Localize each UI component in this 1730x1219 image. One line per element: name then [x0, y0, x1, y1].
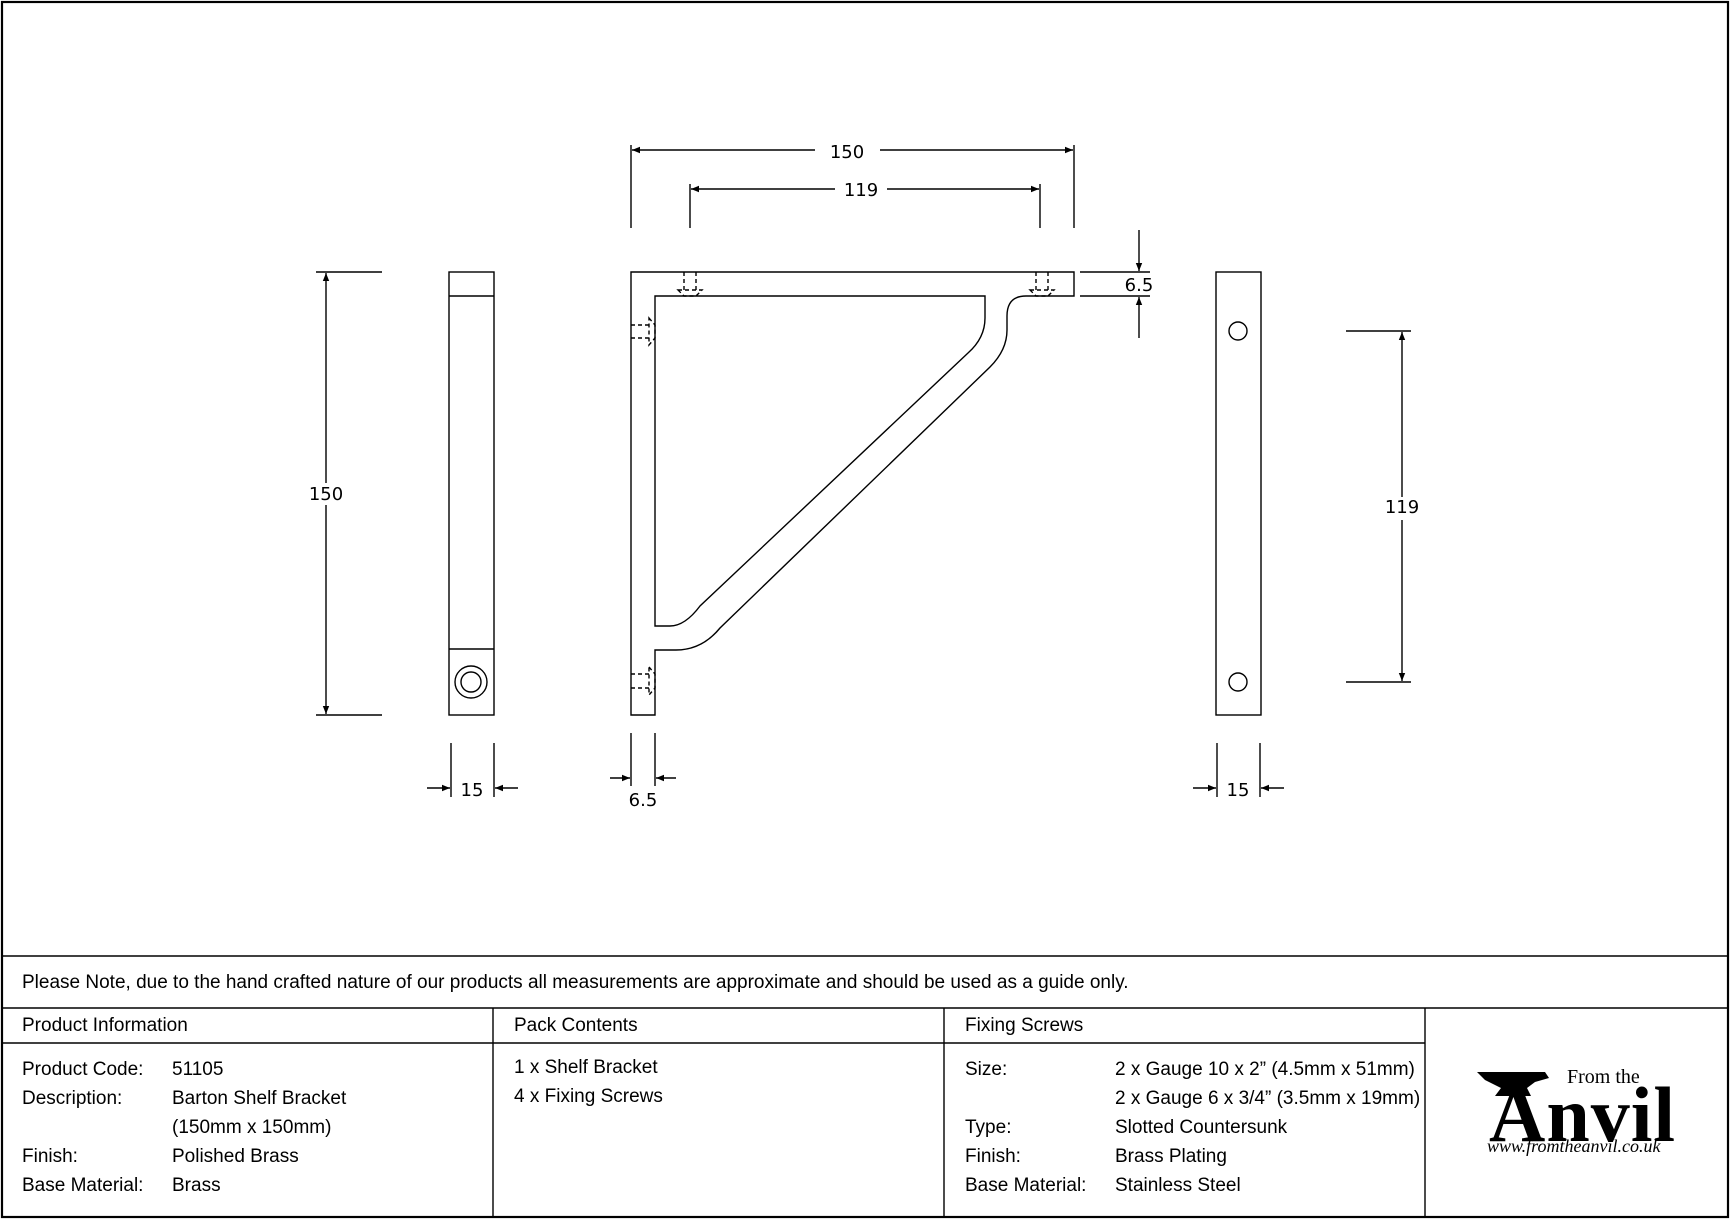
- product-code-value: 51105: [172, 1059, 224, 1080]
- screw-size-label: Size:: [965, 1059, 1008, 1080]
- dim-label-hole-spacing-top: 119: [844, 180, 878, 201]
- dim-side-thickness: 6.5: [610, 733, 676, 811]
- product-code-label: Product Code:: [22, 1059, 144, 1080]
- dim-label-right-width: 15: [1227, 780, 1250, 801]
- dim-left-width: 15: [427, 743, 518, 801]
- screw-finish-value: Brass Plating: [1115, 1146, 1227, 1167]
- screw-size-value: 2 x Gauge 10 x 2” (4.5mm x 51mm): [1115, 1059, 1415, 1080]
- product-info-heading: Product Information: [22, 1015, 188, 1036]
- dim-right-width: 15: [1193, 743, 1284, 801]
- pack-item-bracket: 1 x Shelf Bracket: [514, 1057, 658, 1078]
- description-value: Barton Shelf Bracket: [172, 1088, 347, 1109]
- screw-size-value-line2: 2 x Gauge 6 x 3/4” (3.5mm x 19mm): [1115, 1088, 1421, 1109]
- dim-hole-spacing-right: 119: [1346, 330, 1419, 683]
- from-the-anvil-logo: From the Anvil www.fromtheanvil.co.uk: [1475, 1058, 1695, 1168]
- screw-finish-label: Finish:: [965, 1146, 1021, 1167]
- dim-label-left-width: 15: [461, 780, 484, 801]
- screw-hole-side-upper: [631, 316, 656, 347]
- right-view-hole-top: [1228, 321, 1248, 341]
- bracket-inner-profile: [654, 295, 986, 627]
- base-material-value: Brass: [172, 1175, 221, 1196]
- logo-url-text: www.fromtheanvil.co.uk: [1487, 1136, 1661, 1156]
- screw-hole-side-lower: [631, 665, 656, 697]
- right-view-outline: [1215, 271, 1262, 716]
- screw-hole-top-right: [1028, 272, 1056, 297]
- dim-overall-height: 150: [309, 271, 382, 716]
- screw-hole-top-left: [676, 272, 704, 297]
- screw-base-material-label: Base Material:: [965, 1175, 1087, 1196]
- screw-type-label: Type:: [965, 1117, 1012, 1138]
- description-label: Description:: [22, 1088, 123, 1109]
- finish-value: Polished Brass: [172, 1146, 299, 1167]
- right-back-view: [1215, 271, 1262, 716]
- measurement-note: Please Note, due to the hand crafted nat…: [22, 972, 1129, 993]
- pack-item-screws: 4 x Fixing Screws: [514, 1086, 663, 1107]
- pack-contents-heading: Pack Contents: [514, 1015, 638, 1036]
- right-view-hole-bottom: [1228, 672, 1248, 692]
- logo-from-text: From the: [1567, 1066, 1640, 1088]
- left-view-hole-outer: [454, 665, 488, 699]
- dim-label-top-thickness: 6.5: [1125, 275, 1154, 296]
- dim-top-thickness: 6.5: [1080, 230, 1153, 338]
- dim-hole-spacing-top: 119: [689, 180, 1041, 228]
- dim-label-side-thickness: 6.5: [629, 790, 658, 811]
- left-view-outline: [448, 271, 495, 716]
- dim-label-overall-height: 150: [309, 484, 343, 505]
- description-value-line2: (150mm x 150mm): [172, 1117, 332, 1138]
- dim-label-overall-width: 150: [830, 142, 864, 163]
- front-view-bracket: [630, 271, 1075, 716]
- fixing-screws-heading: Fixing Screws: [965, 1015, 1084, 1036]
- screw-type-value: Slotted Countersunk: [1115, 1117, 1288, 1138]
- left-view-hole-inner: [460, 671, 482, 693]
- logo-brand-text: Anvil: [1489, 1071, 1677, 1158]
- bracket-outer-profile: [630, 271, 1075, 716]
- base-material-label: Base Material:: [22, 1175, 144, 1196]
- finish-label: Finish:: [22, 1146, 78, 1167]
- left-side-view: [448, 271, 495, 716]
- anvil-icon: [1477, 1072, 1549, 1096]
- dim-overall-width: 150: [630, 142, 1075, 228]
- screw-base-material-value: Stainless Steel: [1115, 1175, 1241, 1196]
- dim-label-hole-spacing-right: 119: [1385, 497, 1419, 518]
